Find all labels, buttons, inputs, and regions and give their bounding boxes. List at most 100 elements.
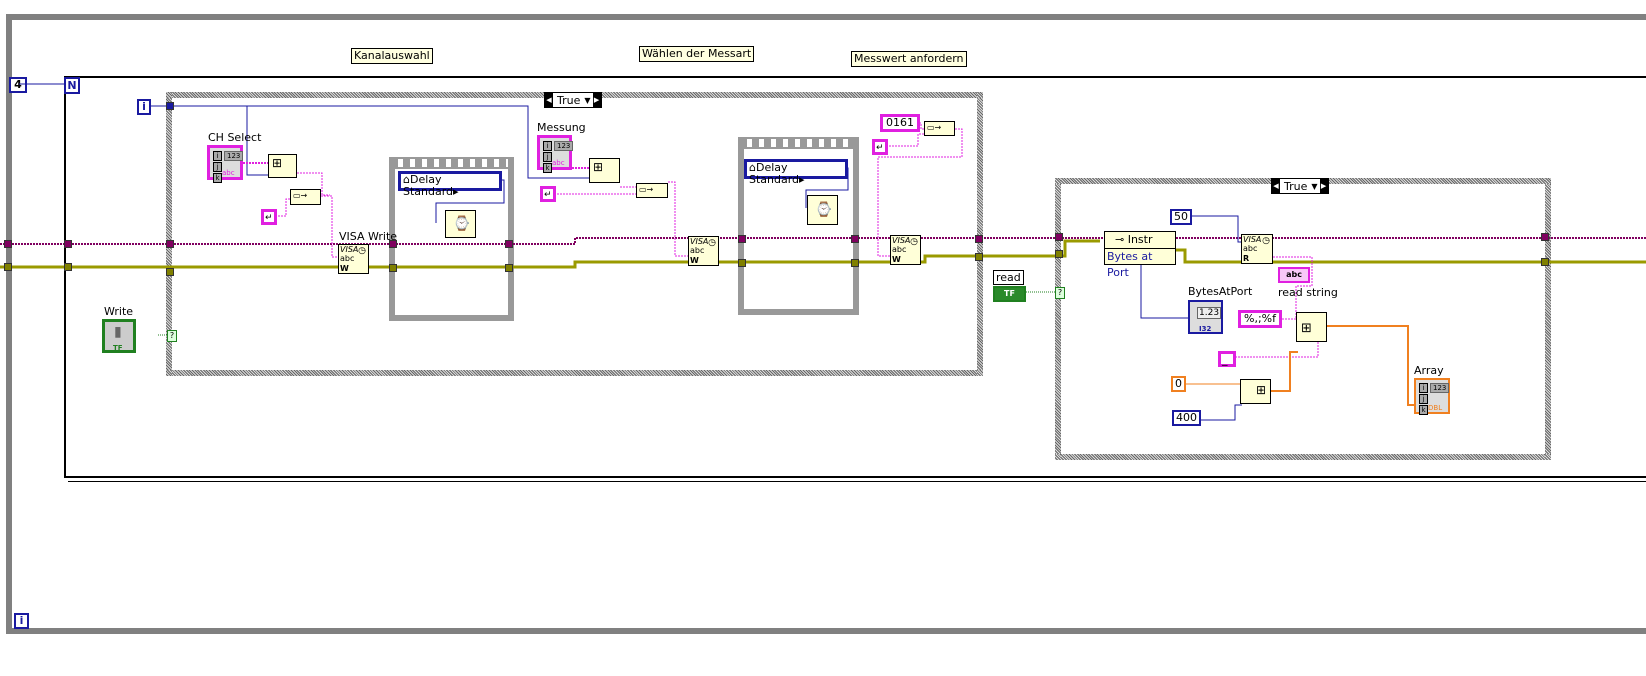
visa-tunnel[interactable] (851, 235, 859, 243)
line-feed-constant[interactable]: ↵ (261, 209, 277, 225)
index-array-node[interactable]: ⊞ (268, 154, 297, 178)
index-i: i (1419, 383, 1428, 393)
format-string-constant[interactable]: %,;%f (1238, 310, 1282, 328)
abc-text: abc (892, 245, 907, 254)
clock-icon: ◷ (708, 238, 716, 248)
error-tunnel[interactable] (851, 259, 859, 267)
line-feed-constant[interactable]: ↵ (540, 186, 556, 202)
error-tunnel[interactable] (505, 264, 513, 272)
for-loop[interactable] (64, 76, 1646, 478)
index-j: j (543, 152, 552, 162)
wait-node-2[interactable]: ⌚ (807, 195, 838, 225)
case-structure-1[interactable] (166, 92, 983, 376)
visa-tunnel[interactable] (505, 240, 513, 248)
concatenate-strings-node[interactable]: ▭→ (924, 121, 955, 136)
delay-ring-constant-1[interactable]: ⌂Delay Standard▸ (398, 171, 502, 198)
watch-icon: ⌚ (453, 216, 471, 232)
read-mode: R (1243, 254, 1250, 263)
spreadsheet-icon: ⊞ (1301, 321, 1312, 336)
bytes-at-port-indicator[interactable]: 1.23 I32 (1188, 300, 1223, 334)
line-feed-constant[interactable]: ↵ (872, 139, 888, 155)
visa-read-node[interactable]: VISA abc R ◷ (1241, 234, 1273, 264)
index-tunnel[interactable] (166, 102, 174, 110)
decrement-arrow-icon[interactable]: ◀ (1272, 179, 1280, 193)
property-class: Instr (1127, 233, 1153, 246)
delimiter-constant[interactable]: _ (1218, 351, 1236, 367)
visa-tunnel[interactable] (738, 235, 746, 243)
index-i: i (213, 151, 222, 161)
comment-messart[interactable]: Wählen der Messart (639, 46, 755, 62)
visa-tunnel[interactable] (1541, 233, 1549, 241)
dropdown-icon[interactable]: ▼ (1311, 181, 1318, 191)
read-string-indicator[interactable]: abc (1278, 267, 1310, 283)
concatenate-strings-node[interactable]: ▭→ (636, 183, 668, 198)
increment-arrow-icon[interactable]: ▶ (1319, 179, 1328, 193)
read-boolean-constant[interactable]: TF (993, 286, 1026, 302)
visa-tunnel[interactable] (389, 240, 397, 248)
numeric-glyph: 123 (1430, 383, 1450, 393)
delay-value: Delay Standard (749, 161, 800, 186)
property-item[interactable]: Bytes at Port (1107, 250, 1153, 279)
index-array-node[interactable]: ⊞ (589, 158, 620, 183)
error-tunnel[interactable] (166, 268, 174, 276)
case-selector-2[interactable]: ◀ True ▼ ▶ (1271, 178, 1329, 194)
visa-text: VISA (340, 245, 359, 254)
case-selector-1[interactable]: ◀ True ▼ ▶ (544, 92, 602, 108)
visa-tunnel[interactable] (975, 235, 983, 243)
while-loop[interactable] (6, 14, 1646, 634)
home-icon: ⌂ (749, 161, 756, 174)
error-tunnel[interactable] (64, 263, 72, 271)
init-value-constant[interactable]: 0 (1171, 376, 1186, 392)
index-k: k (213, 173, 222, 183)
array-size-constant[interactable]: 400 (1172, 410, 1201, 426)
index-j: j (213, 162, 222, 172)
spreadsheet-string-to-array-node[interactable]: ⊞ (1296, 312, 1327, 342)
home-icon: ⌂ (403, 173, 410, 186)
comment-messwert[interactable]: Messwert anfordern (851, 51, 967, 67)
for-loop-shadow (68, 478, 1646, 482)
while-iteration-terminal[interactable]: i (14, 613, 29, 629)
visa-tunnel[interactable] (1055, 233, 1063, 241)
visa-text: VISA (892, 236, 911, 245)
wait-node-1[interactable]: ⌚ (445, 210, 476, 238)
visa-tunnel[interactable] (166, 240, 174, 248)
array-grid-icon: ⊞ (272, 156, 283, 170)
comment-kanalauswahl[interactable]: Kanalauswahl (351, 48, 433, 64)
error-tunnel[interactable] (389, 264, 397, 272)
write-boolean-control[interactable]: ▮ TF (102, 319, 136, 353)
error-tunnel[interactable] (975, 253, 983, 261)
increment-arrow-icon[interactable]: ▶ (592, 93, 601, 107)
visa-write-node-1[interactable]: VISA abc W ◷ (338, 244, 369, 274)
type-label: I32 (1199, 325, 1212, 333)
error-tunnel[interactable] (1055, 250, 1063, 258)
case-selector-terminal-1[interactable]: ? (167, 330, 177, 342)
error-tunnel[interactable] (4, 263, 12, 271)
concatenate-strings-node[interactable]: ▭→ (290, 189, 321, 205)
arrow-right-icon: ▸ (453, 185, 459, 198)
error-tunnel[interactable] (1541, 258, 1549, 266)
visa-write-node-3[interactable]: VISA abc W ◷ (890, 235, 921, 265)
initialize-array-node[interactable]: ⊞ (1240, 379, 1271, 404)
loop-count-terminal[interactable]: N (64, 77, 80, 94)
delay-ring-constant-2[interactable]: ⌂Delay Standard▸ (744, 159, 848, 186)
visa-tunnel[interactable] (4, 240, 12, 248)
dropdown-icon[interactable]: ▼ (584, 95, 591, 105)
byte-count-constant[interactable]: 50 (1170, 209, 1192, 225)
visa-write-node-2[interactable]: VISA abc W ◷ (688, 236, 719, 266)
property-node[interactable]: ⊸ Instr Bytes at Port (1104, 231, 1176, 279)
command-string-constant[interactable]: 0161 (880, 114, 920, 132)
decrement-arrow-icon[interactable]: ◀ (545, 93, 553, 107)
index-k: k (543, 163, 552, 173)
case-selector-terminal-2[interactable]: ? (1055, 287, 1065, 299)
numeric-glyph: 123 (554, 141, 574, 151)
error-tunnel[interactable] (738, 259, 746, 267)
loop-count-constant[interactable]: 4 (9, 77, 27, 93)
index-k: k (1419, 405, 1428, 415)
iteration-terminal[interactable]: i (137, 99, 151, 115)
visa-text: VISA (1243, 235, 1262, 244)
visa-tunnel[interactable] (64, 240, 72, 248)
concat-icon: ▭→ (639, 185, 654, 194)
